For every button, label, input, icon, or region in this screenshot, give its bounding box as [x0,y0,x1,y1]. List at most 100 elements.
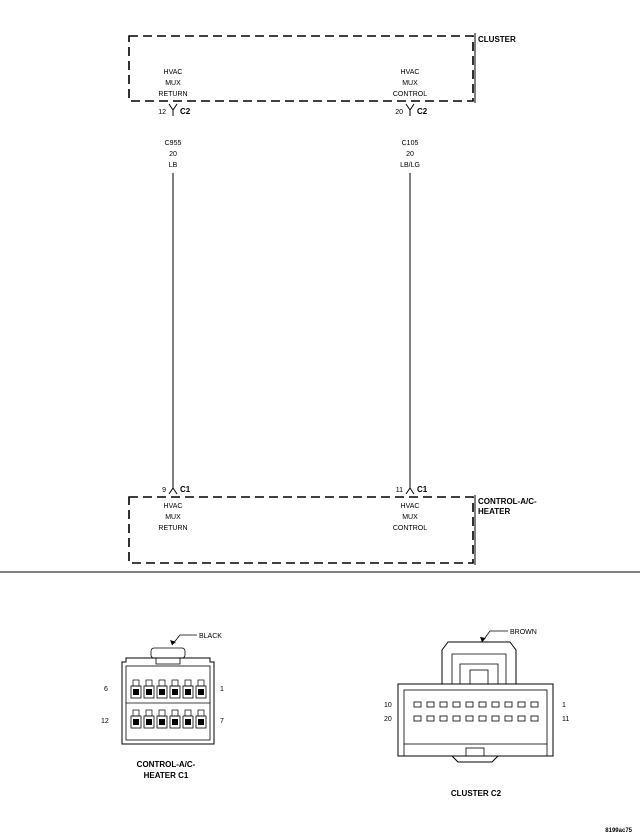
svg-text:C955: C955 [165,140,182,147]
connector-name: C1 [417,485,428,494]
cavity-number: 20 [395,109,403,116]
connector-c2-view: BROWN 10 1 20 11 CLUSTER C2 [384,629,569,798]
c2-latch-inner [451,653,507,684]
c1-pin-bottom-left: 12 [101,718,109,725]
c1-cavity [143,709,155,729]
c2-key-slot [465,747,485,757]
c1-pin-top-left: 6 [104,686,108,693]
c2-cavity [478,715,487,722]
cavity-number: 12 [158,109,166,116]
c2-cavity [426,701,435,708]
c1-color-label: BLACK [199,633,222,640]
c2-cavity [413,715,422,722]
svg-text:HVAC: HVAC [164,503,183,510]
c1-cavity [195,709,207,729]
svg-text:MUX: MUX [402,514,418,521]
c2-title: CLUSTER C2 [451,789,502,798]
c1-bottom-cavity-row [130,709,207,729]
connector-symbol [168,103,178,116]
control-heater-label-2: HEATER [478,507,511,516]
c2-pin-top-right: 1 [562,702,566,709]
c2-latch-tab [459,663,499,684]
cluster-dashed-box [128,35,474,102]
c1-cavity [143,679,155,699]
c1-cavity [130,709,142,729]
c1-cavity [195,679,207,699]
c2-cavity [426,715,435,722]
c2-pin-bottom-left: 20 [384,716,392,723]
right-top-pin-description: HVAC MUX CONTROL [393,69,427,98]
control-heater-label: CONTROL-A/C- [478,497,537,506]
cluster-label: CLUSTER [478,35,516,44]
c2-color-leader [481,630,508,643]
c2-lock [469,669,489,685]
c2-cavity [439,701,448,708]
c2-cavity [452,715,461,722]
c2-leader-arrowhead [480,637,486,642]
svg-text:CONTROL: CONTROL [393,91,427,98]
c2-cavity [439,715,448,722]
svg-text:20: 20 [169,151,177,158]
c1-pin-top-right: 1 [220,686,224,693]
svg-text:C105: C105 [402,140,419,147]
c2-cavity [517,701,526,708]
c2-color-label: BROWN [510,629,537,636]
svg-text:HVAC: HVAC [401,69,420,76]
c1-pin-bottom-right: 7 [220,718,224,725]
c2-cavity [478,701,487,708]
c1-color-leader [171,634,197,646]
svg-text:MUX: MUX [402,80,418,87]
connector-name: C2 [180,107,191,116]
c1-title-line2: HEATER C1 [144,771,189,780]
cavity-number: 11 [396,487,403,494]
connector-symbol [168,482,178,495]
figure-id: 8199ac75 [605,828,632,834]
connector-name: C2 [417,107,428,116]
cluster-module: CLUSTER HVAC MUX RETURN HVAC MUX CONTROL [128,33,516,103]
c1-cavity [182,679,194,699]
svg-text:CONTROL: CONTROL [393,525,427,532]
c1-title-line1: CONTROL-A/C- [137,760,196,769]
control-heater-module: CONTROL-A/C- HEATER HVAC MUX RETURN HVAC… [128,495,537,565]
svg-text:RETURN: RETURN [158,91,187,98]
connector-c1-view: BLACK 6 1 12 7 CONTROL-A/C- HEATER C1 [101,633,224,780]
connector-symbol [405,103,415,116]
c2-pin-top-left: 10 [384,702,392,709]
left-wire-label: C955 20 LB [165,140,182,169]
connector-name: C1 [180,485,191,494]
c2-top-cavity-row [413,701,539,708]
svg-text:LB: LB [169,162,178,169]
cavity-number: 9 [162,487,166,494]
c2-cavity [504,715,513,722]
c2-cavity [465,701,474,708]
c1-cavity [156,709,168,729]
c1-cavity [130,679,142,699]
c2-latch-outer [441,641,517,684]
c2-bottom-cavity-row [413,715,539,722]
right-bottom-connector: 11 C1 [396,482,428,495]
c1-housing [121,657,215,745]
c1-top-cavity-row [130,679,207,699]
right-top-connector: 20 C2 [395,103,428,116]
c1-latch [150,647,186,659]
c1-leader-arrowhead [170,640,176,645]
control-heater-dashed-box [128,496,474,564]
c2-cavity [491,701,500,708]
connector-symbol [405,482,415,495]
svg-text:HVAC: HVAC [164,69,183,76]
c2-cavity [504,701,513,708]
c1-cavity [182,709,194,729]
left-bottom-pin-description: HVAC MUX RETURN [158,503,187,532]
svg-text:LB/LG: LB/LG [400,162,420,169]
c2-cavity [530,715,539,722]
left-bottom-connector: 9 C1 [162,482,191,495]
c2-cavity [517,715,526,722]
left-top-pin-description: HVAC MUX RETURN [158,69,187,98]
c2-face [403,689,548,745]
svg-text:MUX: MUX [165,514,181,521]
c1-cavity [156,679,168,699]
c2-cavity [491,715,500,722]
left-top-connector: 12 C2 [158,103,191,116]
c1-latch-base [155,657,181,665]
